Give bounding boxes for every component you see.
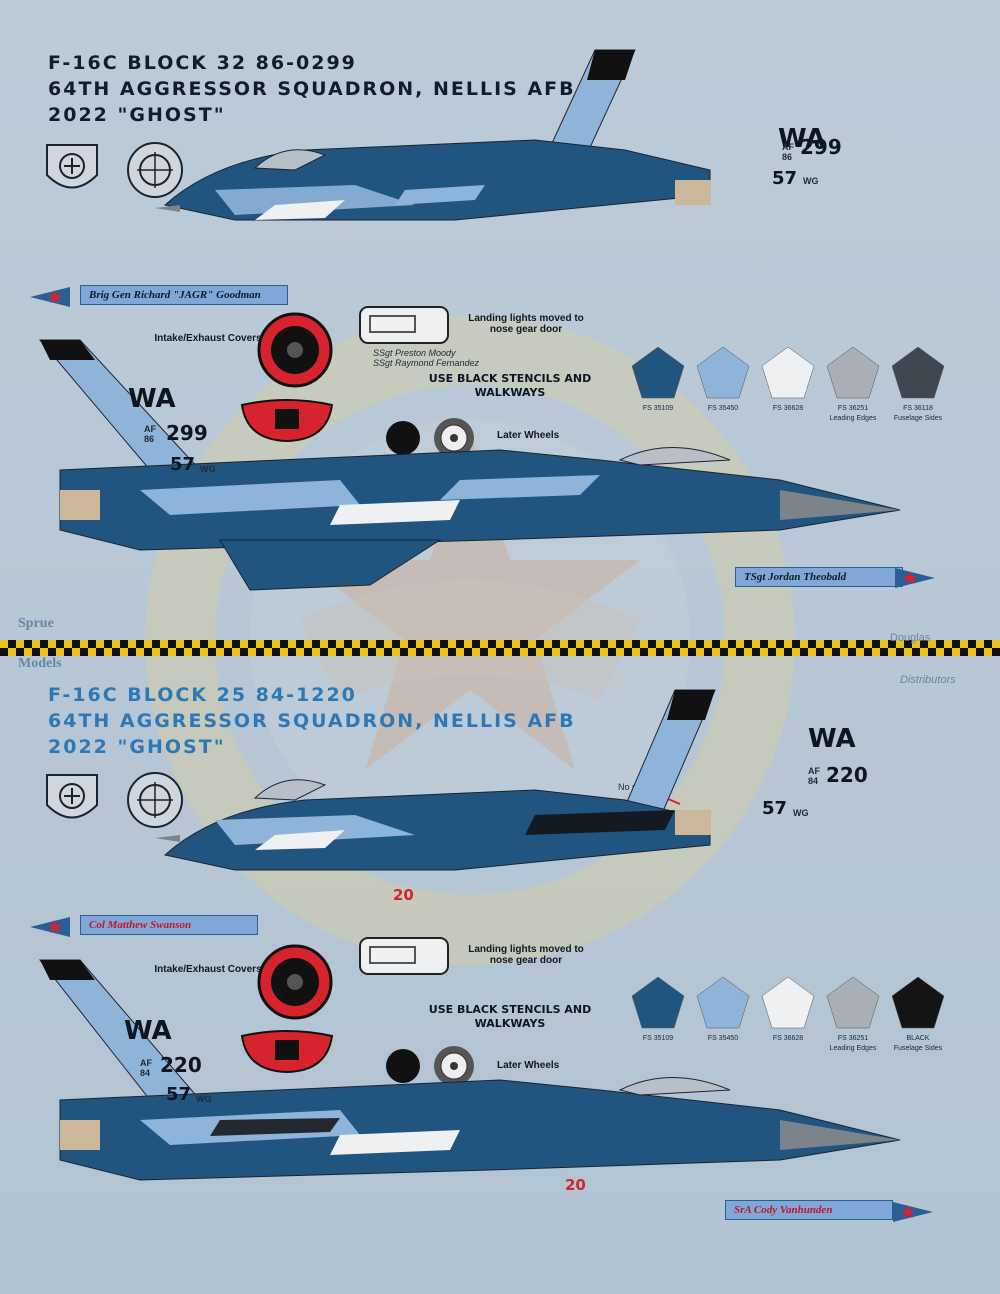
color-swatch xyxy=(631,346,685,399)
crew-panel-star-bottom xyxy=(893,1202,933,1222)
top-rh-tail-serial: 299 xyxy=(166,421,208,445)
pilot-panel-star-bottom xyxy=(30,917,70,937)
bottom-tail-year: 84 xyxy=(808,776,819,786)
top-intake-cover xyxy=(257,312,333,388)
top-wheel-later xyxy=(434,418,474,458)
top-intake-label: Intake/Exhaust Covers xyxy=(154,333,262,344)
bottom-tail-serial: 220 xyxy=(826,763,868,787)
swatch-usage: Fuselage Sides xyxy=(893,415,943,422)
color-swatch xyxy=(891,346,945,399)
bottom-tail-number: 57 xyxy=(762,798,788,819)
swatch-code: FS 36251 xyxy=(837,405,869,412)
color-swatch xyxy=(696,976,750,1029)
bottom-rh-tail-af: AF xyxy=(140,1058,152,1068)
bottom-rh-side-number: 20 xyxy=(565,1176,586,1194)
top-wheels-note: Later Wheels xyxy=(497,430,560,441)
swatch-code: FS 36628 xyxy=(772,1035,804,1042)
swatch-usage: Leading Edges xyxy=(829,1045,877,1052)
color-swatch xyxy=(696,346,750,399)
top-crew-chief: TSgt Jordan Theobald xyxy=(735,567,903,587)
swatch-usage: Fuselage Sides xyxy=(893,1045,943,1052)
top-rh-tail-number: 57 xyxy=(170,454,196,475)
color-swatch xyxy=(631,976,685,1029)
bottom-tail-code: WA xyxy=(808,724,856,754)
bottom-wheels-note: Later Wheels xyxy=(497,1060,560,1071)
douglas-logo-line1: Douglas xyxy=(890,632,931,644)
bottom-side-number: 20 xyxy=(393,886,414,904)
top-tail-number: 57 xyxy=(772,168,798,189)
top-rh-tail-code: WA xyxy=(128,384,176,414)
top-stencil-note: USE BLACK STENCILS AND WALKWAYS xyxy=(428,372,592,399)
color-swatch xyxy=(826,346,880,399)
color-swatch xyxy=(891,976,945,1029)
bottom-intake-label: Intake/Exhaust Covers xyxy=(154,964,262,975)
bottom-stencil-note: USE BLACK STENCILS AND WALKWAYS xyxy=(428,1003,592,1030)
color-swatch xyxy=(826,976,880,1029)
bottom-tail-wg: WG xyxy=(793,808,809,818)
swatch-code: FS 36251 xyxy=(837,1035,869,1042)
top-crew-2: SSgt Raymond Fernandez xyxy=(373,358,480,368)
top-aircraft-right-profile xyxy=(38,339,901,591)
bottom-wheel-later xyxy=(434,1046,474,1086)
pilot-panel-star-top xyxy=(30,287,70,307)
bottom-nose-gear-door xyxy=(359,937,449,975)
bottom-intake-cover xyxy=(257,944,333,1020)
swatch-code: FS 35450 xyxy=(707,1035,739,1042)
bottom-rh-tail-code: WA xyxy=(124,1016,172,1046)
sprue-logo-line2: Models xyxy=(18,656,62,671)
bottom-rh-tail-number: 57 xyxy=(166,1084,192,1105)
top-pilot-name: Brig Gen Richard "JAGR" Goodman xyxy=(80,285,288,305)
bottom-wheel-black xyxy=(386,1049,420,1083)
section-divider xyxy=(0,640,1000,656)
bottom-exhaust-cover xyxy=(240,1030,334,1074)
bottom-aircraft-left-profile xyxy=(155,689,716,871)
64th-squadron-badge xyxy=(127,142,183,198)
top-aircraft-left-profile xyxy=(155,49,711,221)
top-tail-year: 86 xyxy=(782,152,793,162)
bottom-rh-tail-serial: 220 xyxy=(160,1053,202,1077)
bottom-aircraft-right-profile xyxy=(38,959,901,1181)
top-nose-gear-door xyxy=(359,306,449,344)
top-tail-af: AF xyxy=(782,142,794,152)
bottom-pilot-name: Col Matthew Swanson xyxy=(80,915,258,935)
bottom-title-line3: 2022 "GHOST" xyxy=(48,736,226,758)
top-crew-1: SSgt Preston Moody xyxy=(373,348,456,358)
swatch-code: FS 36628 xyxy=(772,405,804,412)
douglas-logo-line2: Distributors xyxy=(900,674,956,686)
swatch-code: FS 35109 xyxy=(642,405,674,412)
top-wheel-black xyxy=(386,421,420,455)
top-title-line3: 2022 "GHOST" xyxy=(48,104,226,126)
top-rh-tail-year: 86 xyxy=(144,434,155,444)
bottom-tail-af: AF xyxy=(808,766,820,776)
bottom-crew-chief: SrA Cody Vanhunden xyxy=(725,1200,893,1220)
top-title-line1: F-16C BLOCK 32 86-0299 xyxy=(48,52,357,74)
bottom-rh-tail-wg: WG xyxy=(196,1094,212,1104)
top-landing-note: Landing lights moved to nose gear door xyxy=(468,313,584,335)
swatch-code: FS 35109 xyxy=(642,1035,674,1042)
top-rh-tail-wg: WG xyxy=(200,464,216,474)
top-title-line2: 64TH AGGRESSOR SQUADRON, NELLIS AFB xyxy=(48,78,576,100)
color-swatch xyxy=(761,346,815,399)
bottom-landing-note: Landing lights moved to nose gear door xyxy=(468,944,584,966)
64th-squadron-badge-bottom xyxy=(127,772,183,828)
swatch-code: BLACK xyxy=(906,1035,930,1042)
bottom-title-line2: 64TH AGGRESSOR SQUADRON, NELLIS AFB xyxy=(48,710,576,732)
top-exhaust-cover xyxy=(240,399,334,443)
color-swatch xyxy=(761,976,815,1029)
swatch-usage: Leading Edges xyxy=(829,415,877,422)
swatch-code: FS 36118 xyxy=(903,405,933,412)
bottom-title-line1: F-16C BLOCK 25 84-1220 xyxy=(48,684,357,706)
top-tail-serial: 299 xyxy=(800,135,842,159)
57th-wing-badge xyxy=(46,144,98,189)
bottom-rh-tail-year: 84 xyxy=(140,1068,151,1078)
crew-panel-star-top xyxy=(895,568,935,588)
top-tail-wg: WG xyxy=(803,176,819,186)
57th-wing-badge-bottom xyxy=(46,774,98,819)
sprue-logo-line1: Sprue xyxy=(18,616,54,631)
top-rh-tail-af: AF xyxy=(144,424,156,434)
swatch-code: FS 35450 xyxy=(707,405,739,412)
